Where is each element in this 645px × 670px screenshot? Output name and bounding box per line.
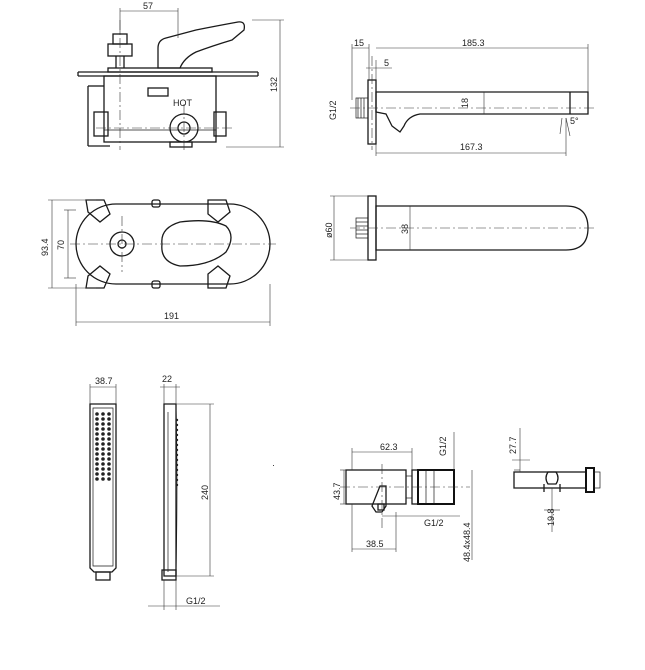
dim-spout-length: 185.3 [462,38,485,48]
hot-label: HOT [173,98,193,108]
nozzle-side-dot [175,453,179,457]
nozzle-dot [95,457,99,461]
nozzle-dot [95,452,99,456]
nozzle-side-dot [175,463,179,467]
nozzle-dot [101,457,105,461]
nozzle-dot [95,467,99,471]
nozzle-side-dot [175,443,179,447]
plate-front-view: 93.4 70 191 [40,199,276,326]
nozzle-dot [101,427,105,431]
nozzle-side-row [175,418,179,487]
nozzle-dot [95,477,99,481]
nozzle-dot [107,412,111,416]
dim-elbow-38: 38.5 [366,539,384,549]
nozzle-side-dot [175,428,179,432]
dim-spout-38: 38 [400,224,410,234]
nozzle-side-dot [175,423,179,427]
nozzle-side-dot [175,458,179,462]
nozzle-dot [95,447,99,451]
nozzle-dot [107,417,111,421]
nozzle-dot [95,442,99,446]
nozzle-grid [95,412,111,481]
nozzle-side-dot [175,468,179,472]
dim-hand-240: 240 [200,485,210,500]
center-mark: · [272,460,275,470]
hand-shower-front: 38.7 [89,376,117,581]
dim-spout-5: 5 [384,58,389,68]
nozzle-side-dot [175,448,179,452]
nozzle-dot [101,477,105,481]
dim-hand-thread: G1/2 [186,596,206,606]
dim-valve-height: 132 [269,77,279,92]
hand-shower-side: 22 240 G1/2 [148,374,220,610]
nozzle-dot [101,432,105,436]
nozzle-dot [101,442,105,446]
wall-elbow-view: 62.3 G1/2 43.7 G1/2 38.5 48.4x48.4 [332,432,473,562]
nozzle-dot [101,447,105,451]
nozzle-dot [107,472,111,476]
dim-valve-width: 57 [143,1,153,11]
dim-hand-38: 38.7 [95,376,113,386]
nozzle-dot [107,462,111,466]
dim-elbow-62: 62.3 [380,442,398,452]
dim-holder-27: 27.7 [508,436,518,454]
dim-elbow-thread-mid: G1/2 [424,518,444,528]
nozzle-dot [101,472,105,476]
nozzle-dot [95,437,99,441]
nozzle-dot [107,467,111,471]
nozzle-dot [95,427,99,431]
nozzle-dot [107,452,111,456]
dim-spout-167: 167.3 [460,142,483,152]
nozzle-side-dot [175,433,179,437]
nozzle-dot [107,457,111,461]
nozzle-side-dot [175,418,179,422]
nozzle-dot [95,412,99,416]
spout-top-view: ø60 38 [324,195,594,261]
dim-plate-70: 70 [56,240,66,250]
nozzle-dot [95,432,99,436]
nozzle-side-dot [175,473,179,477]
dim-plate-191: 191 [164,311,179,321]
nozzle-dot [101,422,105,426]
dim-spout-angle: 5° [570,116,579,126]
nozzle-dot [107,437,111,441]
nozzle-dot [95,422,99,426]
nozzle-dot [101,452,105,456]
nozzle-dot [101,467,105,471]
dim-elbow-43: 43.7 [332,482,342,500]
dim-spout-15: 15 [354,38,364,48]
nozzle-dot [101,437,105,441]
nozzle-dot [95,472,99,476]
nozzle-dot [101,462,105,466]
dim-plate-93: 93.4 [40,238,50,256]
dim-elbow-thread-top: G1/2 [438,436,448,456]
nozzle-dot [95,417,99,421]
dim-holder-19: 19.8 [546,508,556,526]
dim-spout-thread: G1/2 [328,100,338,120]
dim-spout-18: 18 [460,98,470,108]
nozzle-dot [107,477,111,481]
nozzle-dot [95,462,99,466]
nozzle-dot [107,422,111,426]
nozzle-dot [107,427,111,431]
spout-side-view: G1/2 15 185.3 5 18 5° 167.3 [328,38,596,156]
nozzle-side-dot [175,483,179,487]
nozzle-dot [101,417,105,421]
shower-holder-view: 27.7 19.8 [508,428,601,532]
nozzle-side-dot [175,438,179,442]
valve-side-view: HOT 57 132 [77,1,284,152]
dim-elbow-48: 48.4x48.4 [462,522,472,562]
nozzle-dot [101,412,105,416]
nozzle-dot [107,442,111,446]
dim-hand-22: 22 [162,374,172,384]
nozzle-dot [107,447,111,451]
dim-spout-dia: ø60 [324,222,334,238]
nozzle-dot [107,432,111,436]
nozzle-side-dot [175,478,179,482]
